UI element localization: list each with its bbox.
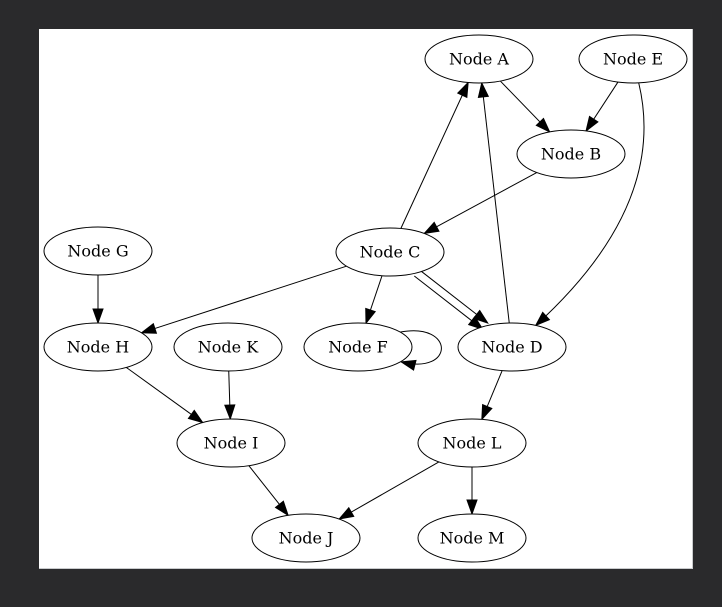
edge-l-j-arrowhead bbox=[337, 506, 355, 520]
edge-l-j bbox=[338, 461, 440, 520]
node-l-shape bbox=[417, 418, 527, 468]
node-b: Node B bbox=[516, 129, 626, 179]
edge-d-a-arrowhead bbox=[477, 81, 490, 99]
edge-c-f-arrowhead bbox=[365, 307, 377, 325]
node-a: Node A bbox=[424, 34, 534, 84]
edge-c-d-2-arrowhead bbox=[467, 315, 484, 331]
node-a-label: Node A bbox=[449, 50, 509, 69]
edge-k-i-arrowhead bbox=[224, 404, 236, 421]
node-c: Node C bbox=[335, 227, 445, 277]
node-i-shape bbox=[176, 418, 286, 468]
node-g-label: Node G bbox=[67, 242, 128, 261]
edge-c-a bbox=[400, 82, 469, 229]
node-m-label: Node M bbox=[440, 529, 505, 548]
edge-c-h bbox=[141, 265, 347, 334]
node-i-label: Node I bbox=[204, 434, 259, 453]
node-h-shape bbox=[43, 322, 153, 372]
node-k-shape bbox=[173, 322, 283, 372]
node-e-label: Node E bbox=[603, 50, 663, 69]
edge-c-h-arrowhead bbox=[140, 322, 158, 334]
node-l-label: Node L bbox=[442, 434, 501, 453]
node-k: Node K bbox=[173, 322, 283, 372]
edge-layer bbox=[92, 80, 645, 520]
edge-h-i bbox=[126, 367, 203, 423]
node-f-label: Node F bbox=[328, 338, 388, 357]
node-f-shape bbox=[303, 322, 413, 372]
node-j-label: Node J bbox=[279, 529, 334, 548]
edge-b-c-arrowhead bbox=[422, 221, 440, 235]
node-d: Node D bbox=[457, 322, 567, 372]
node-k-label: Node K bbox=[198, 338, 259, 357]
node-layer: Node A Node E Node B Node C Node G Node H Node… bbox=[43, 34, 688, 563]
node-c-label: Node C bbox=[360, 243, 421, 262]
edge-b-c bbox=[424, 172, 537, 234]
node-i: Node I bbox=[176, 418, 286, 468]
graph-canvas: Node A Node E Node B Node C Node G Node H Node… bbox=[39, 29, 693, 569]
node-h: Node H bbox=[43, 322, 153, 372]
node-c-shape bbox=[335, 227, 445, 277]
node-m: Node M bbox=[417, 513, 527, 563]
edge-e-b-arrowhead bbox=[585, 115, 599, 133]
edge-c-a-arrowhead bbox=[456, 81, 469, 99]
node-b-shape bbox=[516, 129, 626, 179]
node-h-label: Node H bbox=[67, 338, 129, 357]
node-g: Node G bbox=[43, 226, 153, 276]
edge-i-j-arrowhead bbox=[274, 500, 290, 517]
node-l: Node L bbox=[417, 418, 527, 468]
edge-g-h-arrowhead bbox=[92, 308, 104, 325]
node-e-shape bbox=[578, 34, 688, 84]
node-m-shape bbox=[417, 513, 527, 563]
node-e: Node E bbox=[578, 34, 688, 84]
node-a-shape bbox=[424, 34, 534, 84]
edge-c-d-1-arrowhead bbox=[472, 309, 489, 324]
edge-a-b-arrowhead bbox=[535, 117, 551, 134]
node-b-label: Node B bbox=[541, 145, 601, 164]
edge-e-d-arrowhead bbox=[534, 311, 551, 327]
node-j-shape bbox=[251, 513, 361, 563]
self-loop-f-arrowhead bbox=[399, 359, 417, 371]
edge-d-l-arrowhead bbox=[481, 403, 493, 421]
edge-d-a bbox=[481, 82, 510, 324]
node-d-shape bbox=[457, 322, 567, 372]
self-loop-f bbox=[400, 330, 442, 365]
node-f: Node F bbox=[303, 322, 413, 372]
edge-l-m-arrowhead bbox=[466, 499, 478, 516]
edge-h-i-arrowhead bbox=[187, 409, 204, 424]
edge-e-d bbox=[535, 82, 645, 326]
directed-graph-svg: Node A Node E Node B Node C Node G Node H Node… bbox=[43, 34, 688, 563]
node-j: Node J bbox=[251, 513, 361, 563]
node-d-label: Node D bbox=[481, 338, 542, 357]
node-g-shape bbox=[43, 226, 153, 276]
